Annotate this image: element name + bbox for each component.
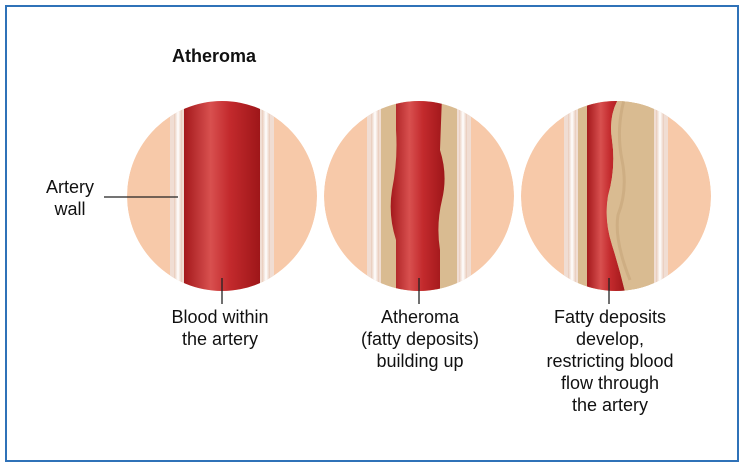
artery-wall-label: Artery wall xyxy=(40,176,100,220)
blood-label: Blood within the artery xyxy=(140,306,300,350)
fatty-deposits-label: Fatty deposits develop, restricting bloo… xyxy=(525,306,695,416)
artery-healthy xyxy=(127,96,317,296)
artery-restricted xyxy=(521,96,711,296)
artery-atheroma-building xyxy=(324,96,514,296)
atheroma-label: Atheroma (fatty deposits) building up xyxy=(340,306,500,372)
